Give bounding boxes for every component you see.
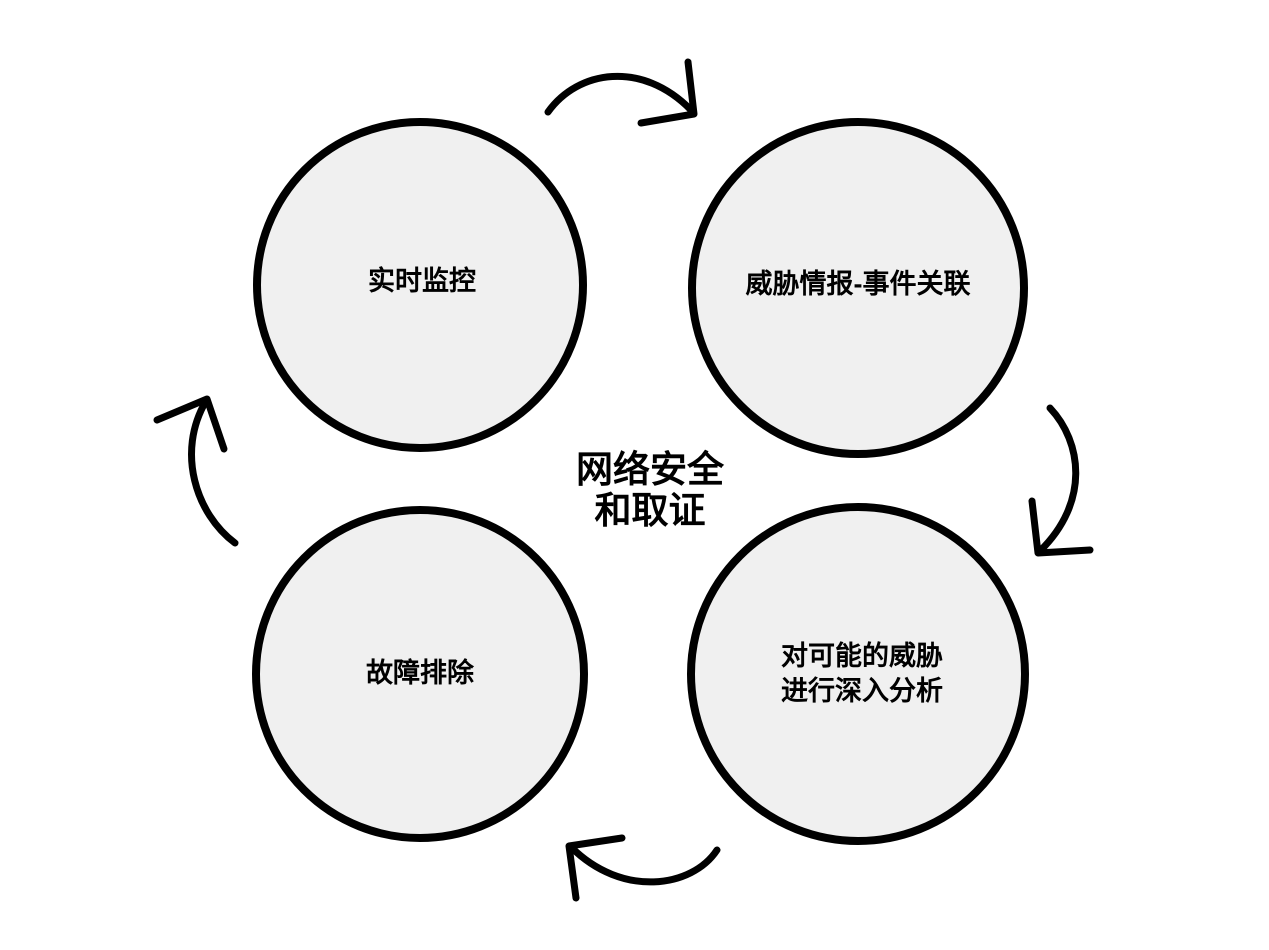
- arrow-bottom-icon: [565, 834, 721, 902]
- center-title-line2: 和取证: [595, 490, 706, 531]
- center-title: 网络安全 和取证: [576, 448, 725, 531]
- node-top-right-circle: [688, 118, 1028, 458]
- node-bottom-right-label-line1: 对可能的威胁: [781, 640, 943, 671]
- node-top-left-label: 实时监控: [368, 265, 476, 296]
- node-top-right-label: 威胁情报-事件关联: [746, 269, 971, 299]
- node-top-right: 威胁情报-事件关联: [688, 118, 1028, 458]
- arrow-top-icon: [544, 58, 698, 127]
- node-bottom-left: 故障排除: [252, 506, 588, 842]
- node-top-left: 实时监控: [253, 118, 587, 452]
- node-top-left-circle: [253, 118, 587, 452]
- node-bottom-left-circle: [252, 506, 588, 842]
- arrow-right-icon: [1028, 404, 1094, 557]
- node-bottom-right-circle: [687, 503, 1029, 845]
- node-bottom-left-label: 故障排除: [366, 657, 475, 688]
- node-bottom-right: 对可能的威胁 进行深入分析: [687, 503, 1029, 845]
- center-title-line1: 网络安全: [576, 448, 725, 490]
- node-bottom-right-label-line2: 进行深入分析: [781, 675, 943, 706]
- arrow-left-icon: [153, 395, 239, 547]
